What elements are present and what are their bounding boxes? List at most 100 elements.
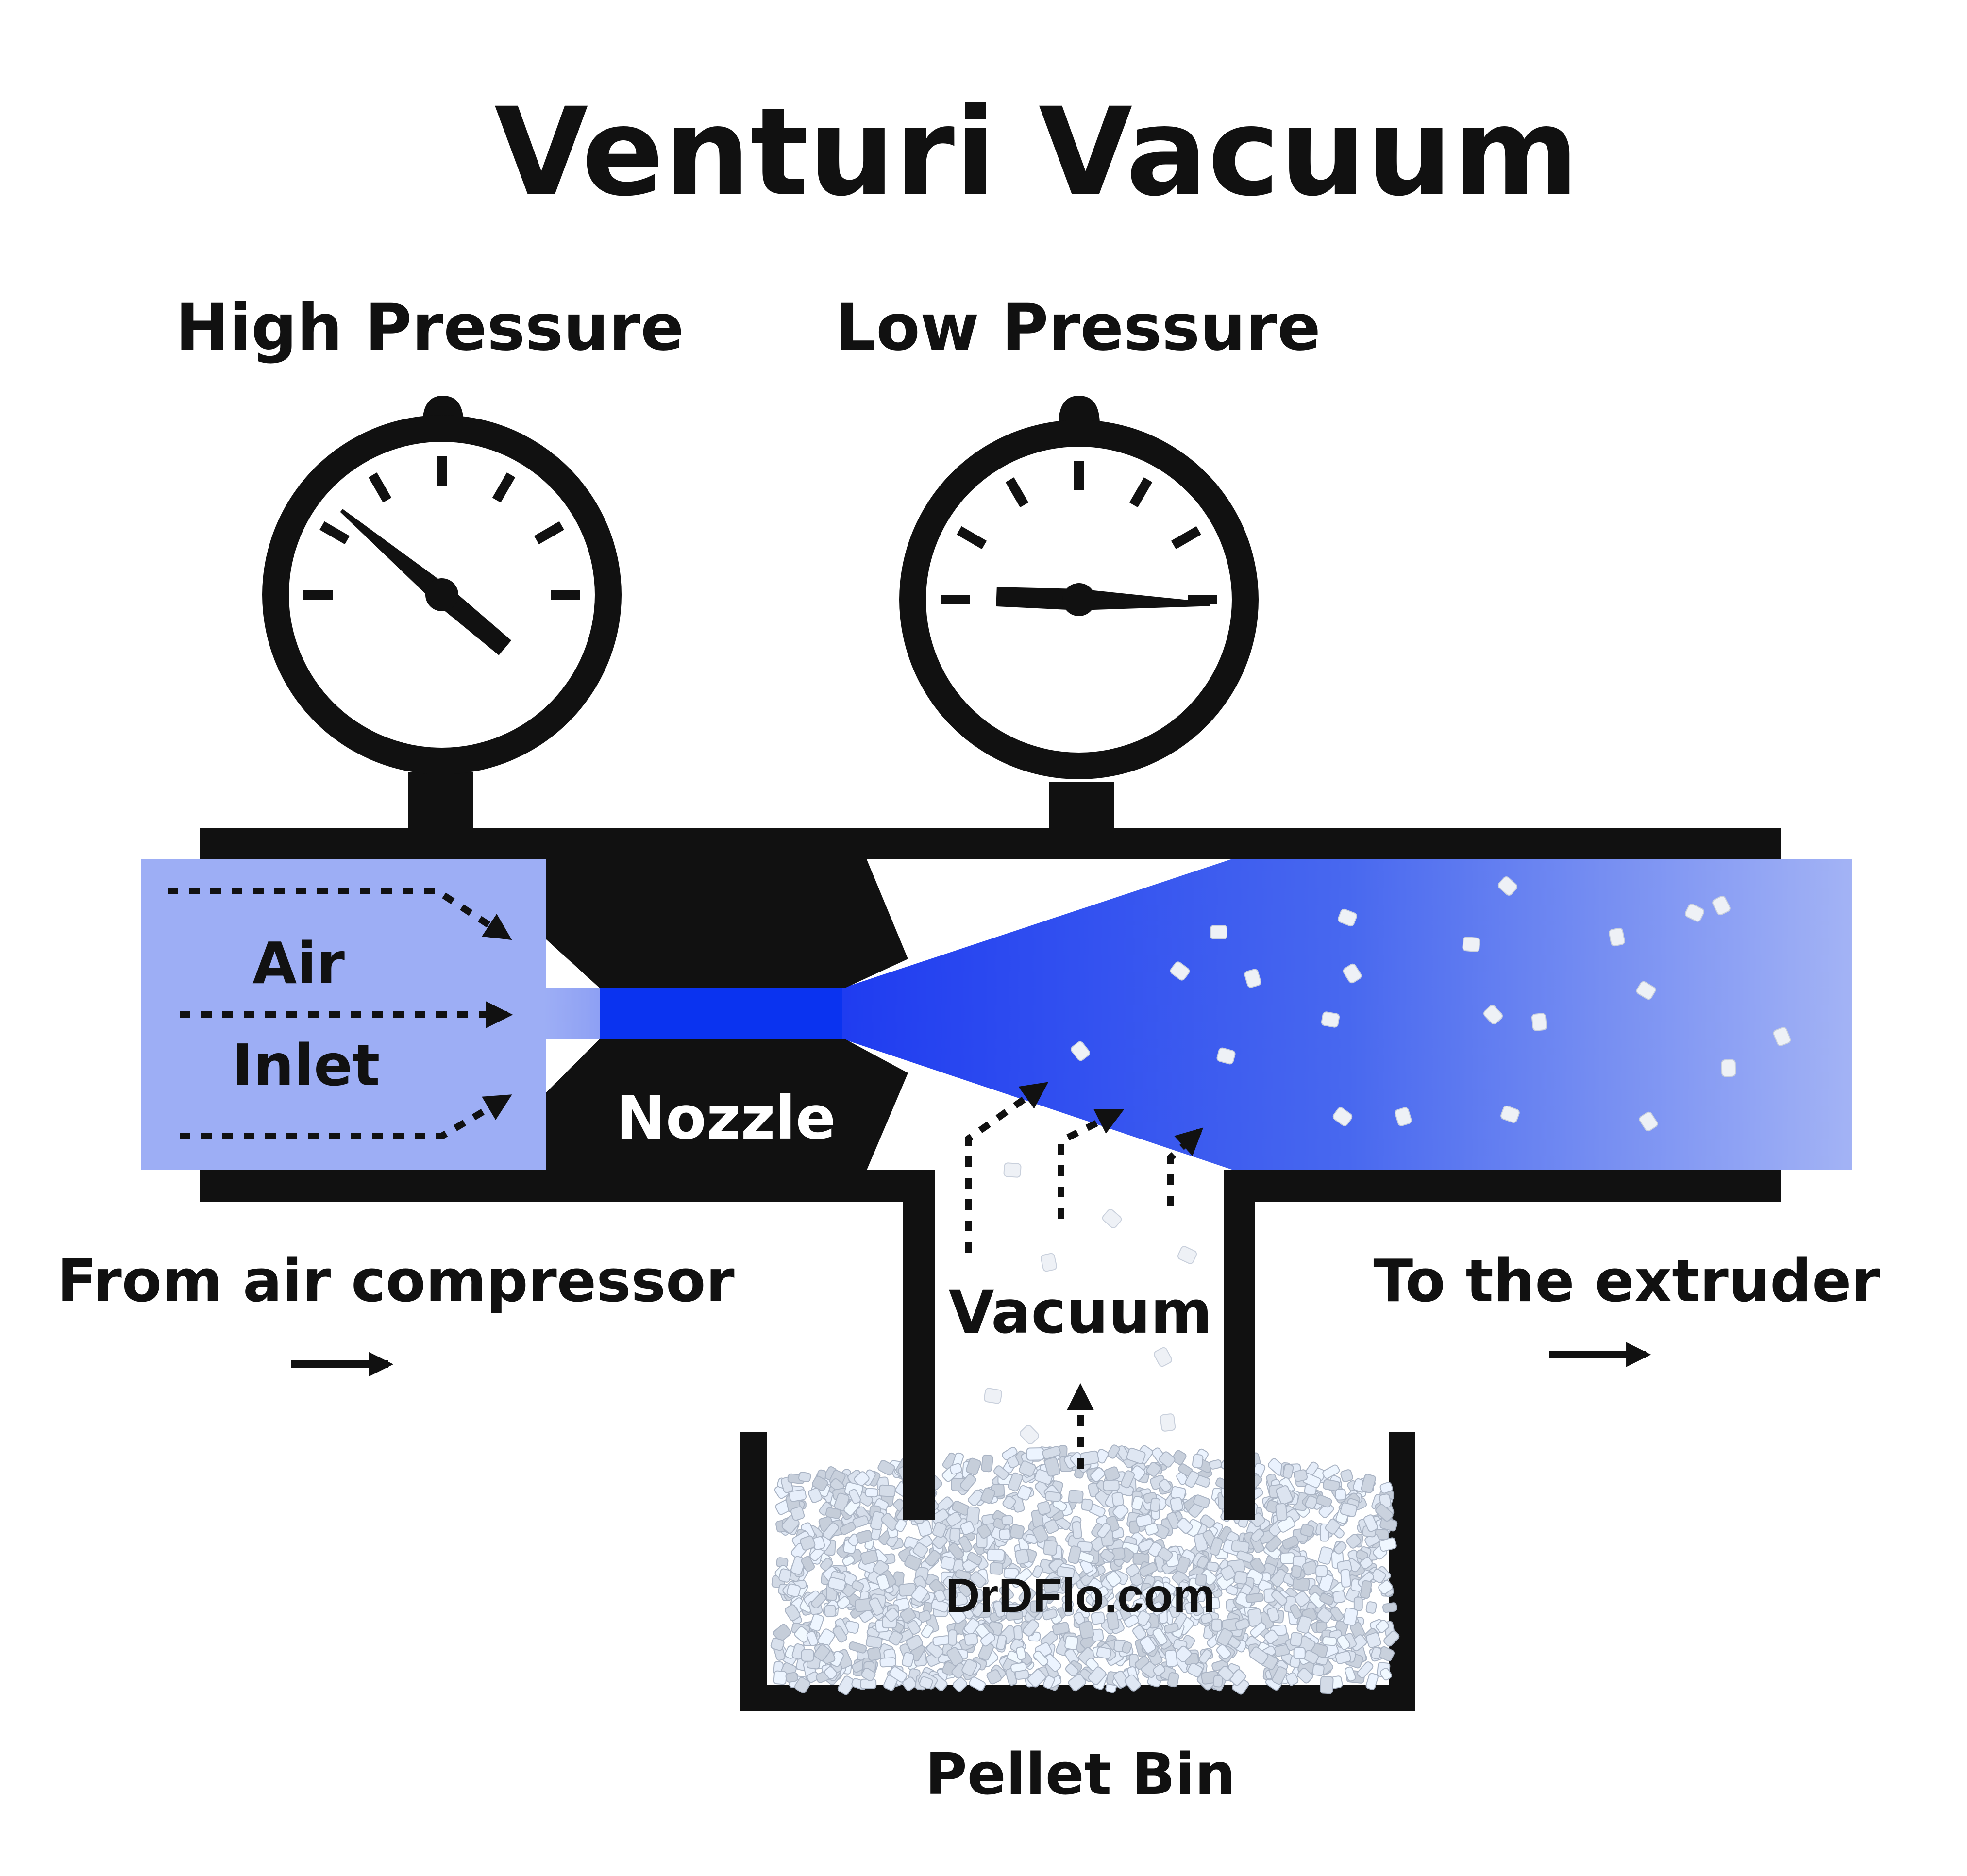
pellet — [1150, 1601, 1165, 1616]
pellet — [1100, 1548, 1115, 1562]
pellet — [1104, 1466, 1120, 1482]
pellet — [854, 1471, 870, 1487]
pellet — [1330, 1606, 1344, 1622]
pellet — [1037, 1501, 1051, 1515]
pellet — [1027, 1669, 1046, 1688]
pellet — [1265, 1536, 1282, 1553]
pellet — [1271, 1590, 1288, 1606]
pellet — [949, 1463, 962, 1475]
pellet — [885, 1608, 899, 1622]
pellet — [1133, 1597, 1148, 1613]
pellet — [1175, 1645, 1192, 1663]
pellet — [1003, 1568, 1019, 1579]
pellet — [1088, 1666, 1107, 1685]
pellet — [1209, 1459, 1222, 1470]
pellet — [947, 1629, 958, 1646]
pellet — [1019, 1460, 1036, 1477]
pellet — [1134, 1656, 1149, 1670]
pellet — [842, 1555, 855, 1567]
pellet — [1195, 1573, 1207, 1587]
pellet — [773, 1670, 787, 1685]
pellet — [837, 1596, 851, 1609]
needle-body — [996, 583, 1210, 616]
pellet — [906, 1635, 923, 1651]
pellet — [1043, 1540, 1058, 1556]
pellet — [1140, 1636, 1156, 1654]
pellet — [960, 1521, 975, 1535]
pellet — [801, 1649, 814, 1662]
pellet — [1320, 1675, 1334, 1694]
diverging-air-flow — [842, 859, 1852, 1170]
pellet — [1131, 1495, 1144, 1511]
needle-hub — [425, 578, 458, 611]
pellet — [1192, 1454, 1204, 1469]
airborne-pellet — [1210, 925, 1227, 939]
pellet — [1139, 1562, 1158, 1577]
pellet — [825, 1507, 841, 1519]
high-pressure-gauge — [262, 396, 622, 835]
pellet — [878, 1484, 896, 1497]
pellet — [986, 1669, 1002, 1685]
pellet — [931, 1508, 949, 1525]
pellet — [969, 1676, 986, 1692]
pellet — [1035, 1595, 1048, 1611]
pellet — [1124, 1614, 1139, 1628]
pellet — [1218, 1666, 1234, 1682]
pellet — [806, 1631, 819, 1646]
airborne-pellet — [1773, 1027, 1791, 1046]
pellet — [1316, 1607, 1333, 1624]
airborne-pellet — [1332, 1107, 1353, 1126]
pellet — [1042, 1608, 1058, 1621]
pellet — [867, 1647, 881, 1661]
needle-pointer — [340, 509, 512, 655]
pellet — [952, 1677, 968, 1692]
pellet — [958, 1582, 974, 1597]
from-air-compressor-label: From air compressor — [57, 1248, 734, 1315]
vacuum-label: Vacuum — [948, 1278, 1212, 1347]
pellet — [900, 1607, 916, 1623]
pellet — [977, 1524, 992, 1539]
airborne-pellet — [1244, 969, 1261, 988]
pellet — [1357, 1661, 1374, 1678]
airborne-pellet — [1071, 1041, 1090, 1061]
pellet — [949, 1527, 961, 1542]
pellet — [1068, 1545, 1082, 1564]
pellet — [1015, 1568, 1032, 1584]
pellet — [1008, 1603, 1022, 1613]
pellet — [961, 1658, 978, 1676]
pellet — [1032, 1565, 1043, 1578]
pellet — [824, 1605, 837, 1618]
pellet — [1379, 1482, 1393, 1494]
pellet — [934, 1589, 946, 1603]
pellet — [773, 1624, 791, 1642]
pellet — [1005, 1668, 1017, 1686]
pellet — [993, 1465, 1009, 1480]
suction-arrow-right — [1167, 1127, 1204, 1206]
diagram-title: Venturi Vacuum — [494, 82, 1579, 223]
pipe-bottom-wall — [200, 1170, 907, 1202]
pellet — [1296, 1615, 1312, 1634]
pellet — [1023, 1619, 1040, 1637]
pellet — [812, 1475, 828, 1491]
pellet — [1132, 1625, 1147, 1640]
low-pressure-gauge — [899, 396, 1259, 838]
nozzle-top-block — [546, 859, 908, 988]
pellet — [911, 1585, 928, 1603]
pellet — [1184, 1602, 1195, 1615]
pellet — [1333, 1541, 1347, 1555]
pellet — [1124, 1674, 1141, 1692]
pellet — [1379, 1668, 1392, 1681]
pellet — [1276, 1485, 1293, 1505]
pellet — [946, 1511, 962, 1527]
pellet — [888, 1630, 903, 1646]
pellet — [1382, 1602, 1397, 1613]
pellet — [1073, 1611, 1085, 1625]
pellet — [879, 1657, 896, 1668]
inlet-flow-arrow-bottom — [180, 1094, 512, 1139]
pellet — [1340, 1502, 1358, 1517]
pellet — [958, 1536, 973, 1553]
pellet — [1165, 1649, 1178, 1668]
pellet — [798, 1472, 811, 1483]
pellet — [851, 1580, 864, 1591]
